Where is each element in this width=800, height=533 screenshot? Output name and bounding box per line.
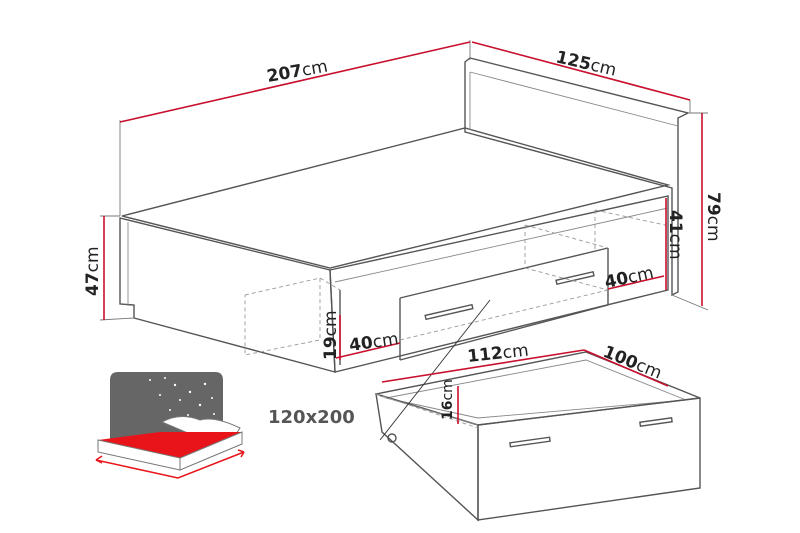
label-footboard-height: 47cm: [83, 246, 103, 296]
dim-line-length: [119, 41, 471, 123]
dim-line-shelf-depth-left: [335, 342, 401, 359]
label-shelf-depth-left: 40cm: [348, 329, 400, 356]
dim-line-drawer-length: [381, 349, 585, 383]
dim-line-shelf-depth-right: [607, 275, 665, 290]
drawer: [375, 299, 701, 522]
night-bed-icon: [95, 372, 245, 479]
dim-line-width: [471, 41, 691, 101]
label-length: 207cm: [265, 57, 329, 87]
label-headboard-height: 79cm: [703, 192, 723, 242]
label-width: 125cm: [554, 47, 618, 80]
dim-line-drawer-depth: [583, 349, 669, 387]
label-drawer-height: 16cm: [440, 379, 456, 420]
dimension-lines: [103, 41, 703, 424]
label-drawer-length: 112cm: [466, 341, 529, 367]
label-shelf-depth-right: 40cm: [603, 263, 656, 293]
bed-frame: [119, 57, 690, 373]
label-shelf-height: 19cm: [321, 310, 341, 360]
label-side-height: 41cm: [665, 210, 685, 260]
mattress-size-label: 120x200: [268, 407, 355, 428]
extension-lines: [99, 40, 709, 321]
label-drawer-depth: 100cm: [600, 342, 664, 384]
